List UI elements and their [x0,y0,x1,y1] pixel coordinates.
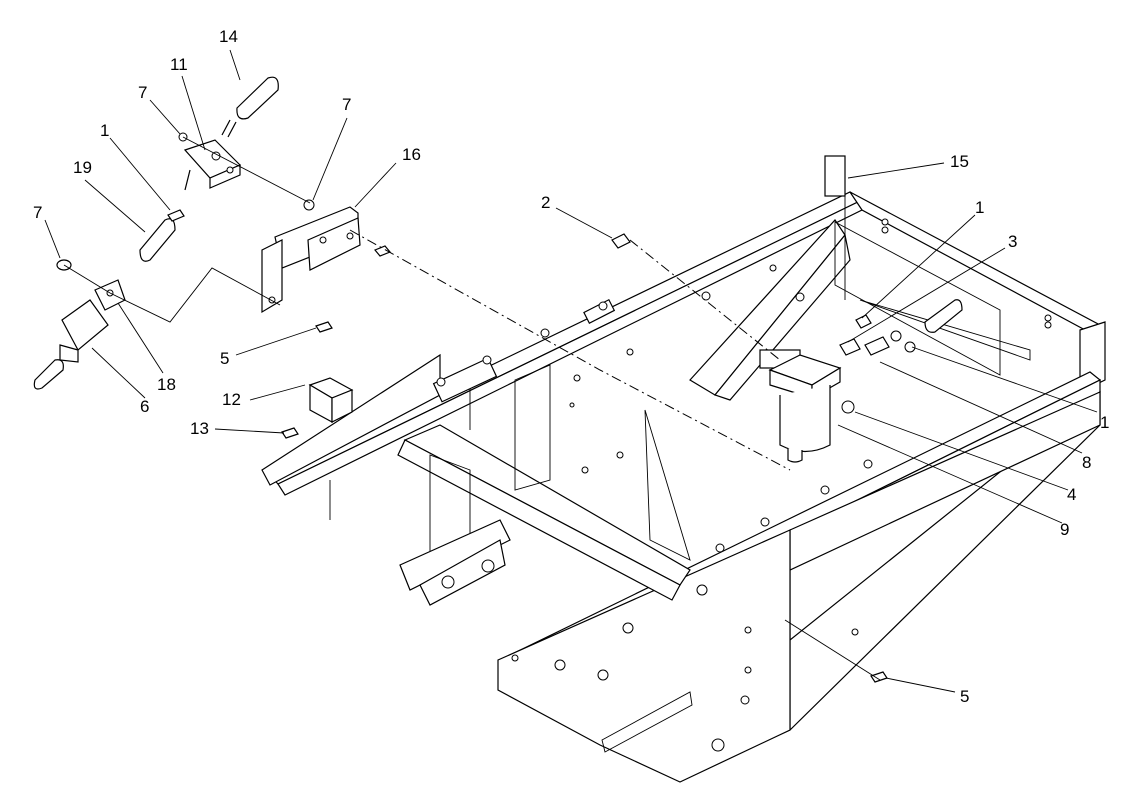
callout-16: 16 [402,145,421,164]
callout-18: 18 [157,375,176,394]
callout-15: 15 [950,152,969,171]
leader-lines [44,49,1098,693]
bracket-16 [261,199,391,314]
callout-14: 14 [219,27,238,46]
chassis-frame [261,191,1106,783]
callout-6: 6 [140,397,149,416]
callout-1: 1 [1100,413,1109,432]
bolt-2 [611,233,631,249]
screw-5-upper [315,321,333,333]
callout-19: 19 [73,158,92,177]
mount-assembly-lower [33,209,185,390]
callout-2: 2 [541,193,550,212]
screw-5-lower [870,671,888,683]
callout-1: 1 [100,121,109,140]
callout-8: 8 [1082,453,1091,472]
callout-12: 12 [222,390,241,409]
fuel-filter-9 [768,354,855,463]
hose-15 [824,155,846,197]
callout-3: 3 [1008,232,1017,251]
callout-5: 5 [960,687,969,706]
callout-7: 7 [138,83,147,102]
callout-13: 13 [190,419,209,438]
callout-7: 7 [33,203,42,222]
routing-lines [63,136,881,681]
callout-labels: 14 11 7 7 16 1 19 7 15 2 1 3 5 18 6 12 1… [33,27,1109,706]
callout-9: 9 [1060,520,1069,539]
callout-7: 7 [342,95,351,114]
fittings [839,314,916,356]
callout-1: 1 [975,198,984,217]
mount-assembly-upper [178,76,279,191]
relay-12 [281,377,354,439]
rail-holes [436,218,1052,752]
callout-4: 4 [1067,485,1076,504]
callout-5: 5 [220,349,229,368]
callout-11: 11 [170,55,188,74]
